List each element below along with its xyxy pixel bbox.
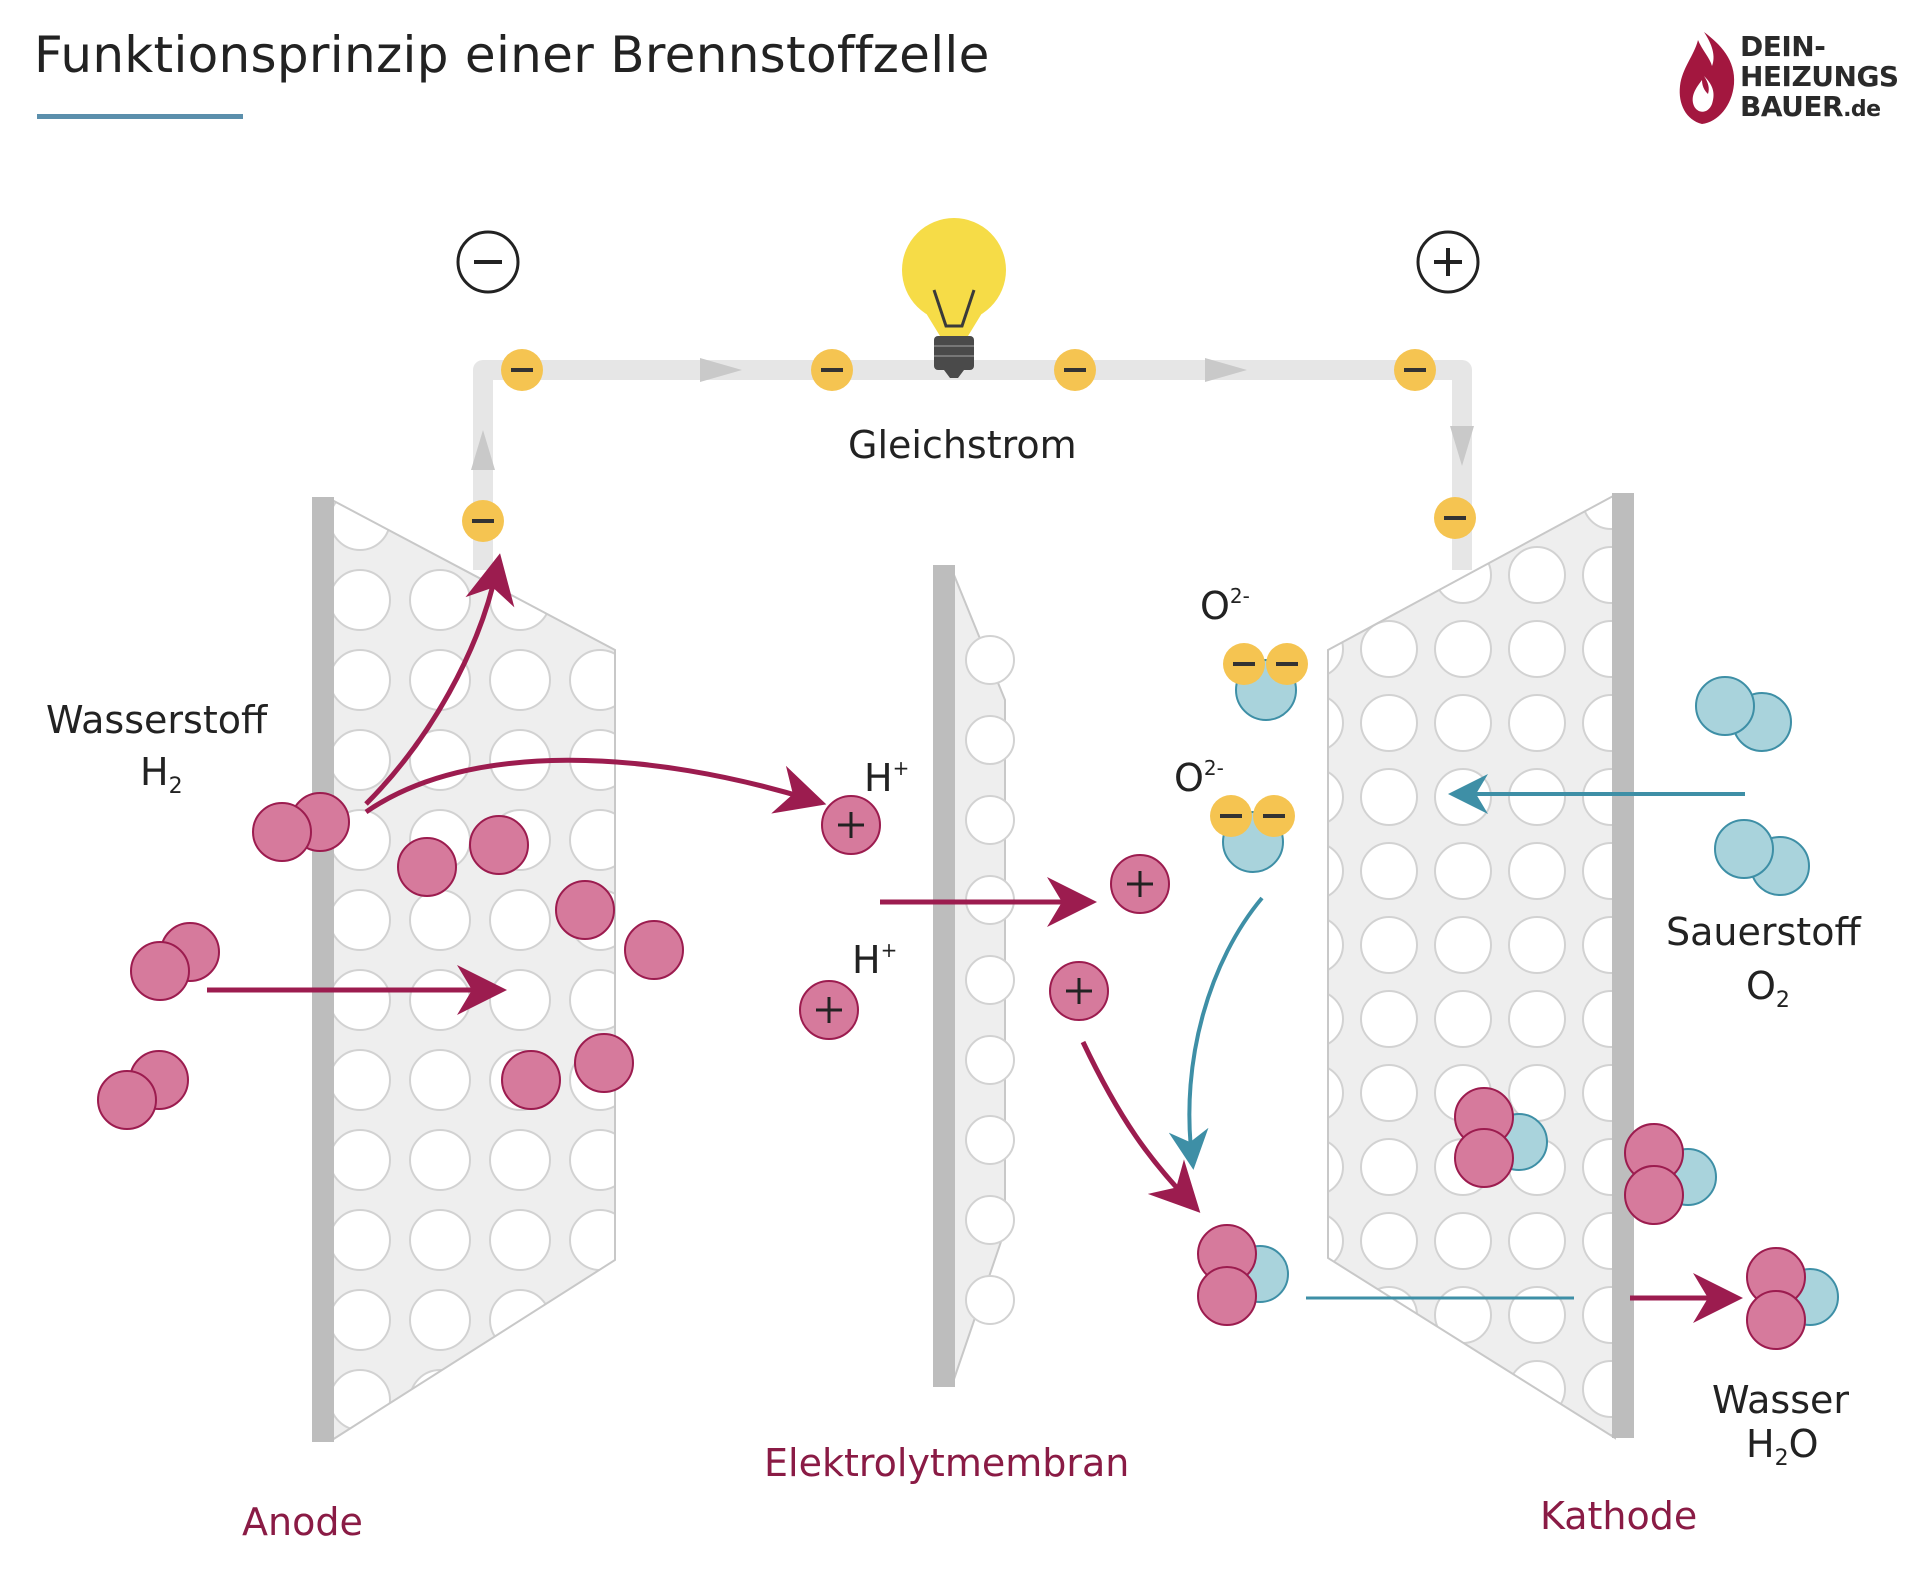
- direct-current-label: Gleichstrom: [848, 423, 1077, 467]
- h2-molecule: [130, 922, 220, 1001]
- o2-molecule: [1714, 819, 1810, 896]
- logo-line-2: HEIZUNGS: [1740, 60, 1899, 93]
- logo-line-1: DEIN-: [1740, 30, 1826, 63]
- h-atom: [501, 1050, 561, 1110]
- oxide-symbol: O: [1174, 756, 1204, 800]
- current-arrow-down: [1450, 426, 1474, 466]
- title-underline: [37, 114, 243, 119]
- hydrogen-molecules: [97, 792, 684, 1130]
- proton-label-2: H+: [852, 938, 897, 982]
- cathode-label: Kathode: [1540, 1494, 1698, 1538]
- oxide-ion-label-2: O2-: [1174, 756, 1224, 800]
- oxide-charge: 2-: [1203, 756, 1224, 780]
- water-molecules: [1197, 1087, 1839, 1350]
- oxygen-formula: O2: [1746, 964, 1790, 1013]
- electron: [811, 349, 853, 391]
- proton-charge: +: [892, 756, 910, 780]
- h-atom: [397, 837, 457, 897]
- hydrogen-formula-sub: 2: [168, 774, 183, 799]
- h2-molecule: [97, 1050, 189, 1130]
- current-arrow-2: [1205, 358, 1247, 382]
- oxygen-label: Sauerstoff: [1666, 910, 1861, 954]
- proton-label-1: H+: [864, 756, 909, 800]
- hydrogen-formula: H2: [140, 750, 183, 799]
- h2o-molecule: [1746, 1247, 1839, 1350]
- light-bulb-icon: [902, 218, 1006, 378]
- proton-ion: [821, 795, 881, 855]
- h-atom: [555, 880, 615, 940]
- electrons-on-wire: [462, 349, 1476, 542]
- water-formula-sub: 2: [1774, 1446, 1789, 1471]
- plus-terminal-icon: [1416, 230, 1480, 294]
- oxygen-formula-sub: 2: [1775, 988, 1790, 1013]
- flame-logo-icon: [1679, 32, 1735, 124]
- proton-charge: +: [880, 938, 898, 962]
- electrolyte-membrane: [933, 565, 1015, 1387]
- h2-molecule: [252, 792, 350, 862]
- brand-logo: DEIN- HEIZUNGS BAUER.de: [1676, 30, 1899, 130]
- o2-molecule: [1695, 676, 1792, 752]
- h2o-molecule: [1624, 1123, 1717, 1225]
- proton-symbol: H: [864, 756, 893, 800]
- electron: [462, 500, 504, 542]
- page-title: Funktionsprinzip einer Brennstoffzelle: [34, 26, 990, 84]
- cathode-plate: [1327, 493, 1634, 1440]
- water-formula-h: H: [1746, 1422, 1775, 1466]
- proton-symbol: H: [852, 938, 881, 982]
- water-formula: H2O: [1746, 1422, 1819, 1471]
- oxide-symbol: O: [1200, 584, 1230, 628]
- membrane-label: Elektrolytmembran: [764, 1441, 1130, 1485]
- hydrogen-formula-symbol: H: [140, 750, 169, 794]
- oxide-charge: 2-: [1229, 584, 1250, 608]
- h-atom: [469, 815, 529, 875]
- h-atom: [574, 1033, 634, 1093]
- h-atom: [624, 920, 684, 980]
- anode-label: Anode: [242, 1500, 363, 1544]
- oxygen-formula-symbol: O: [1746, 964, 1776, 1008]
- h2o-molecule: [1454, 1087, 1548, 1188]
- anode-plate: [312, 497, 616, 1442]
- proton-ion: [1110, 854, 1170, 914]
- water-label: Wasser: [1712, 1378, 1850, 1422]
- external-circuit: [471, 358, 1474, 570]
- oxygen-flow-arrows: [1168, 774, 1745, 1300]
- oxygen-molecules: [1695, 676, 1810, 896]
- protons: [799, 795, 1170, 1040]
- logo-wordmark: DEIN- HEIZUNGS BAUER.de: [1740, 32, 1899, 125]
- electron: [1394, 349, 1436, 391]
- oxide-ion-label-1: O2-: [1200, 584, 1250, 628]
- proton-ion: [1049, 961, 1109, 1021]
- logo-line-3: BAUER.de: [1740, 92, 1899, 125]
- h2o-molecule: [1197, 1224, 1289, 1326]
- electron: [501, 349, 543, 391]
- water-formula-o: O: [1788, 1422, 1819, 1466]
- oxide-ions: [1210, 643, 1308, 873]
- hydrogen-label: Wasserstoff: [46, 698, 268, 742]
- minus-terminal-icon: [456, 230, 520, 294]
- logo-line-3-text: BAUER: [1740, 90, 1844, 123]
- electron: [1434, 497, 1476, 539]
- current-arrow-up: [471, 430, 495, 470]
- electron: [1054, 349, 1096, 391]
- proton-ion: [799, 980, 859, 1040]
- oxide-ion: [1210, 795, 1295, 873]
- current-arrow-1: [700, 358, 742, 382]
- oxide-ion: [1223, 643, 1308, 721]
- logo-tld: .de: [1843, 97, 1881, 122]
- hydrogen-flow-arrows: [207, 553, 1743, 1323]
